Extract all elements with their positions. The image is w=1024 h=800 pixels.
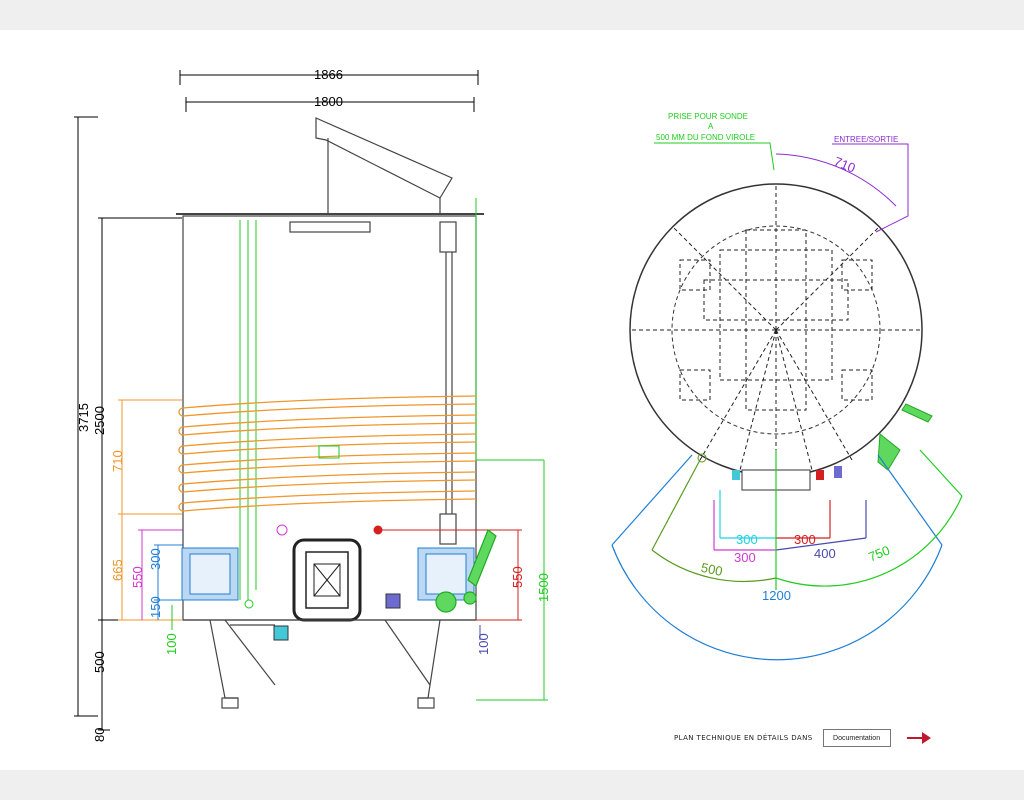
technical-drawing: 1866 1800 3715 2500 500 80 710 665 (74, 67, 963, 742)
internal-pattern (630, 184, 922, 476)
top-view: PRISE POUR SONDE A 500 MM DU FOND VIROLE… (611, 112, 963, 661)
dim-label-1500: 1500 (536, 573, 551, 602)
dim-label-300-red: 300 (794, 532, 816, 547)
dim-label-1866: 1866 (314, 67, 343, 82)
valve-dims (373, 525, 522, 621)
inout-label: ENTREE/SORTIE (834, 135, 898, 144)
dim-label-80: 80 (92, 728, 107, 742)
dim-label-750: 750 (866, 542, 892, 564)
dim-label-150-left: 150 (148, 596, 163, 618)
angle-arc-710 (775, 153, 897, 207)
level-gauge (239, 198, 548, 701)
tank-legs (183, 619, 476, 709)
dim-lines-orange (118, 399, 182, 621)
dim-label-550-right: 550 (510, 566, 525, 588)
inout-leader (832, 143, 909, 233)
dim-label-1200: 1200 (762, 588, 791, 603)
side-panels (181, 524, 475, 622)
dim-overall-width (179, 70, 479, 112)
plan-technique-text: PLAN TECHNIQUE EN DÉTAILS DANS (674, 734, 813, 742)
dim-label-400: 400 (814, 546, 836, 561)
nameplate (318, 445, 340, 459)
drain-valve (385, 593, 401, 609)
dim-label-300-cyan: 300 (736, 532, 758, 547)
dim-label-710-top: 710 (832, 154, 858, 176)
probe-label-line2: A (708, 122, 714, 131)
documentation-button[interactable]: Documentation (822, 729, 891, 747)
dim-label-710: 710 (110, 450, 125, 472)
dim-label-500: 500 (92, 651, 107, 673)
arrow-right-icon[interactable] (906, 730, 932, 746)
dim-label-1800: 1800 (314, 94, 343, 109)
probe-leader (654, 142, 775, 171)
dim-label-300-magenta: 300 (734, 550, 756, 565)
dim-label-3715: 3715 (76, 403, 91, 432)
dim-label-500-top: 500 (700, 560, 724, 579)
dim-label-550-left: 550 (130, 566, 145, 588)
side-view: 1866 1800 3715 2500 500 80 710 665 (74, 67, 551, 742)
dim-lines-left (74, 116, 182, 731)
top-fittings (697, 403, 933, 480)
drawing-sheet: 1866 1800 3715 2500 500 80 710 665 (0, 30, 1024, 770)
footer: PLAN TECHNIQUE EN DÉTAILS DANS Documenta… (674, 727, 891, 749)
dim-label-100-left: 100 (164, 633, 179, 655)
probe-label-line1: PRISE POUR SONDE (668, 112, 748, 121)
dim-label-100-right: 100 (476, 633, 491, 655)
bottom-outlet (273, 625, 289, 641)
probe-label-line3: 500 MM DU FOND VIROLE (656, 133, 755, 142)
cooling-jacket (178, 395, 477, 512)
valve-assembly (435, 529, 497, 613)
top-arc-dims (611, 449, 963, 661)
dim-label-665: 665 (110, 559, 125, 581)
dim-label-2500: 2500 (92, 406, 107, 435)
probe-label: PRISE POUR SONDE A 500 MM DU FOND VIROLE (656, 112, 755, 142)
dim-label-300-left: 300 (148, 548, 163, 570)
